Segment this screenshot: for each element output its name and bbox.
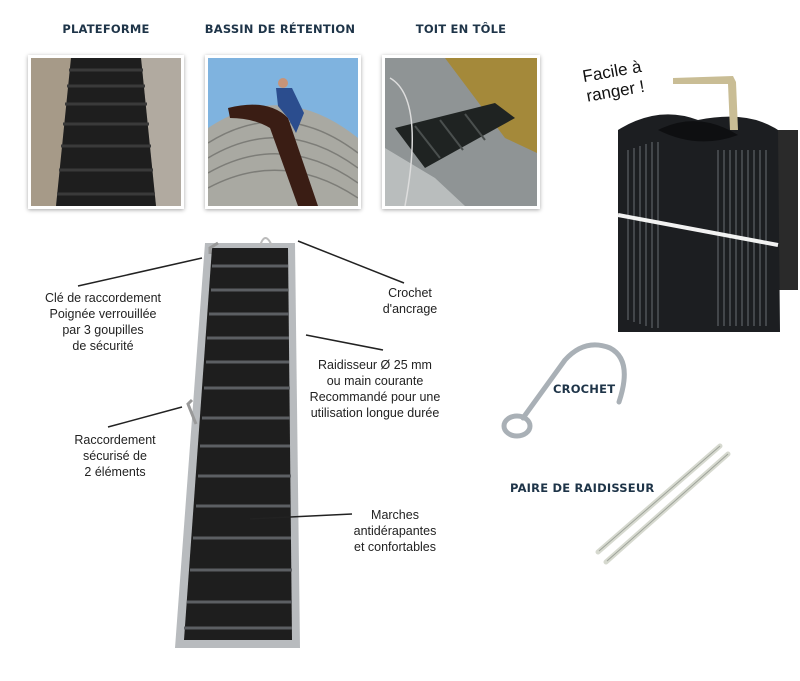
label-marches: Marches antidérapantes et confortables — [353, 508, 437, 554]
label-crochet-ancrage: Crochet d'ancrage — [382, 286, 438, 316]
photo-plateforme — [28, 55, 184, 209]
label-cle-raccordement: Clé de raccordement Poignée verrouillée … — [44, 291, 162, 353]
heading-bassin-retention: BASSIN DE RÉTENTION — [204, 22, 356, 36]
ladder-image — [170, 228, 310, 658]
heading-plateforme: PLATEFORME — [62, 22, 150, 36]
label-raidisseur: Raidisseur Ø 25 mm ou main courante Reco… — [309, 358, 441, 420]
photo-bassin-retention — [205, 55, 361, 209]
label-raccordement: Raccordement sécurisé de 2 éléments — [74, 433, 156, 479]
label-crochet: CROCHET — [553, 382, 616, 396]
raidisseur-image — [590, 440, 740, 575]
photo-toit-tole — [382, 55, 540, 209]
crochet-image — [495, 340, 635, 450]
label-paire-raidisseur: PAIRE DE RAIDISSEUR — [510, 481, 655, 495]
heading-toit-tole: TOIT EN TÔLE — [415, 22, 507, 36]
folded-ladder-image — [598, 70, 800, 343]
